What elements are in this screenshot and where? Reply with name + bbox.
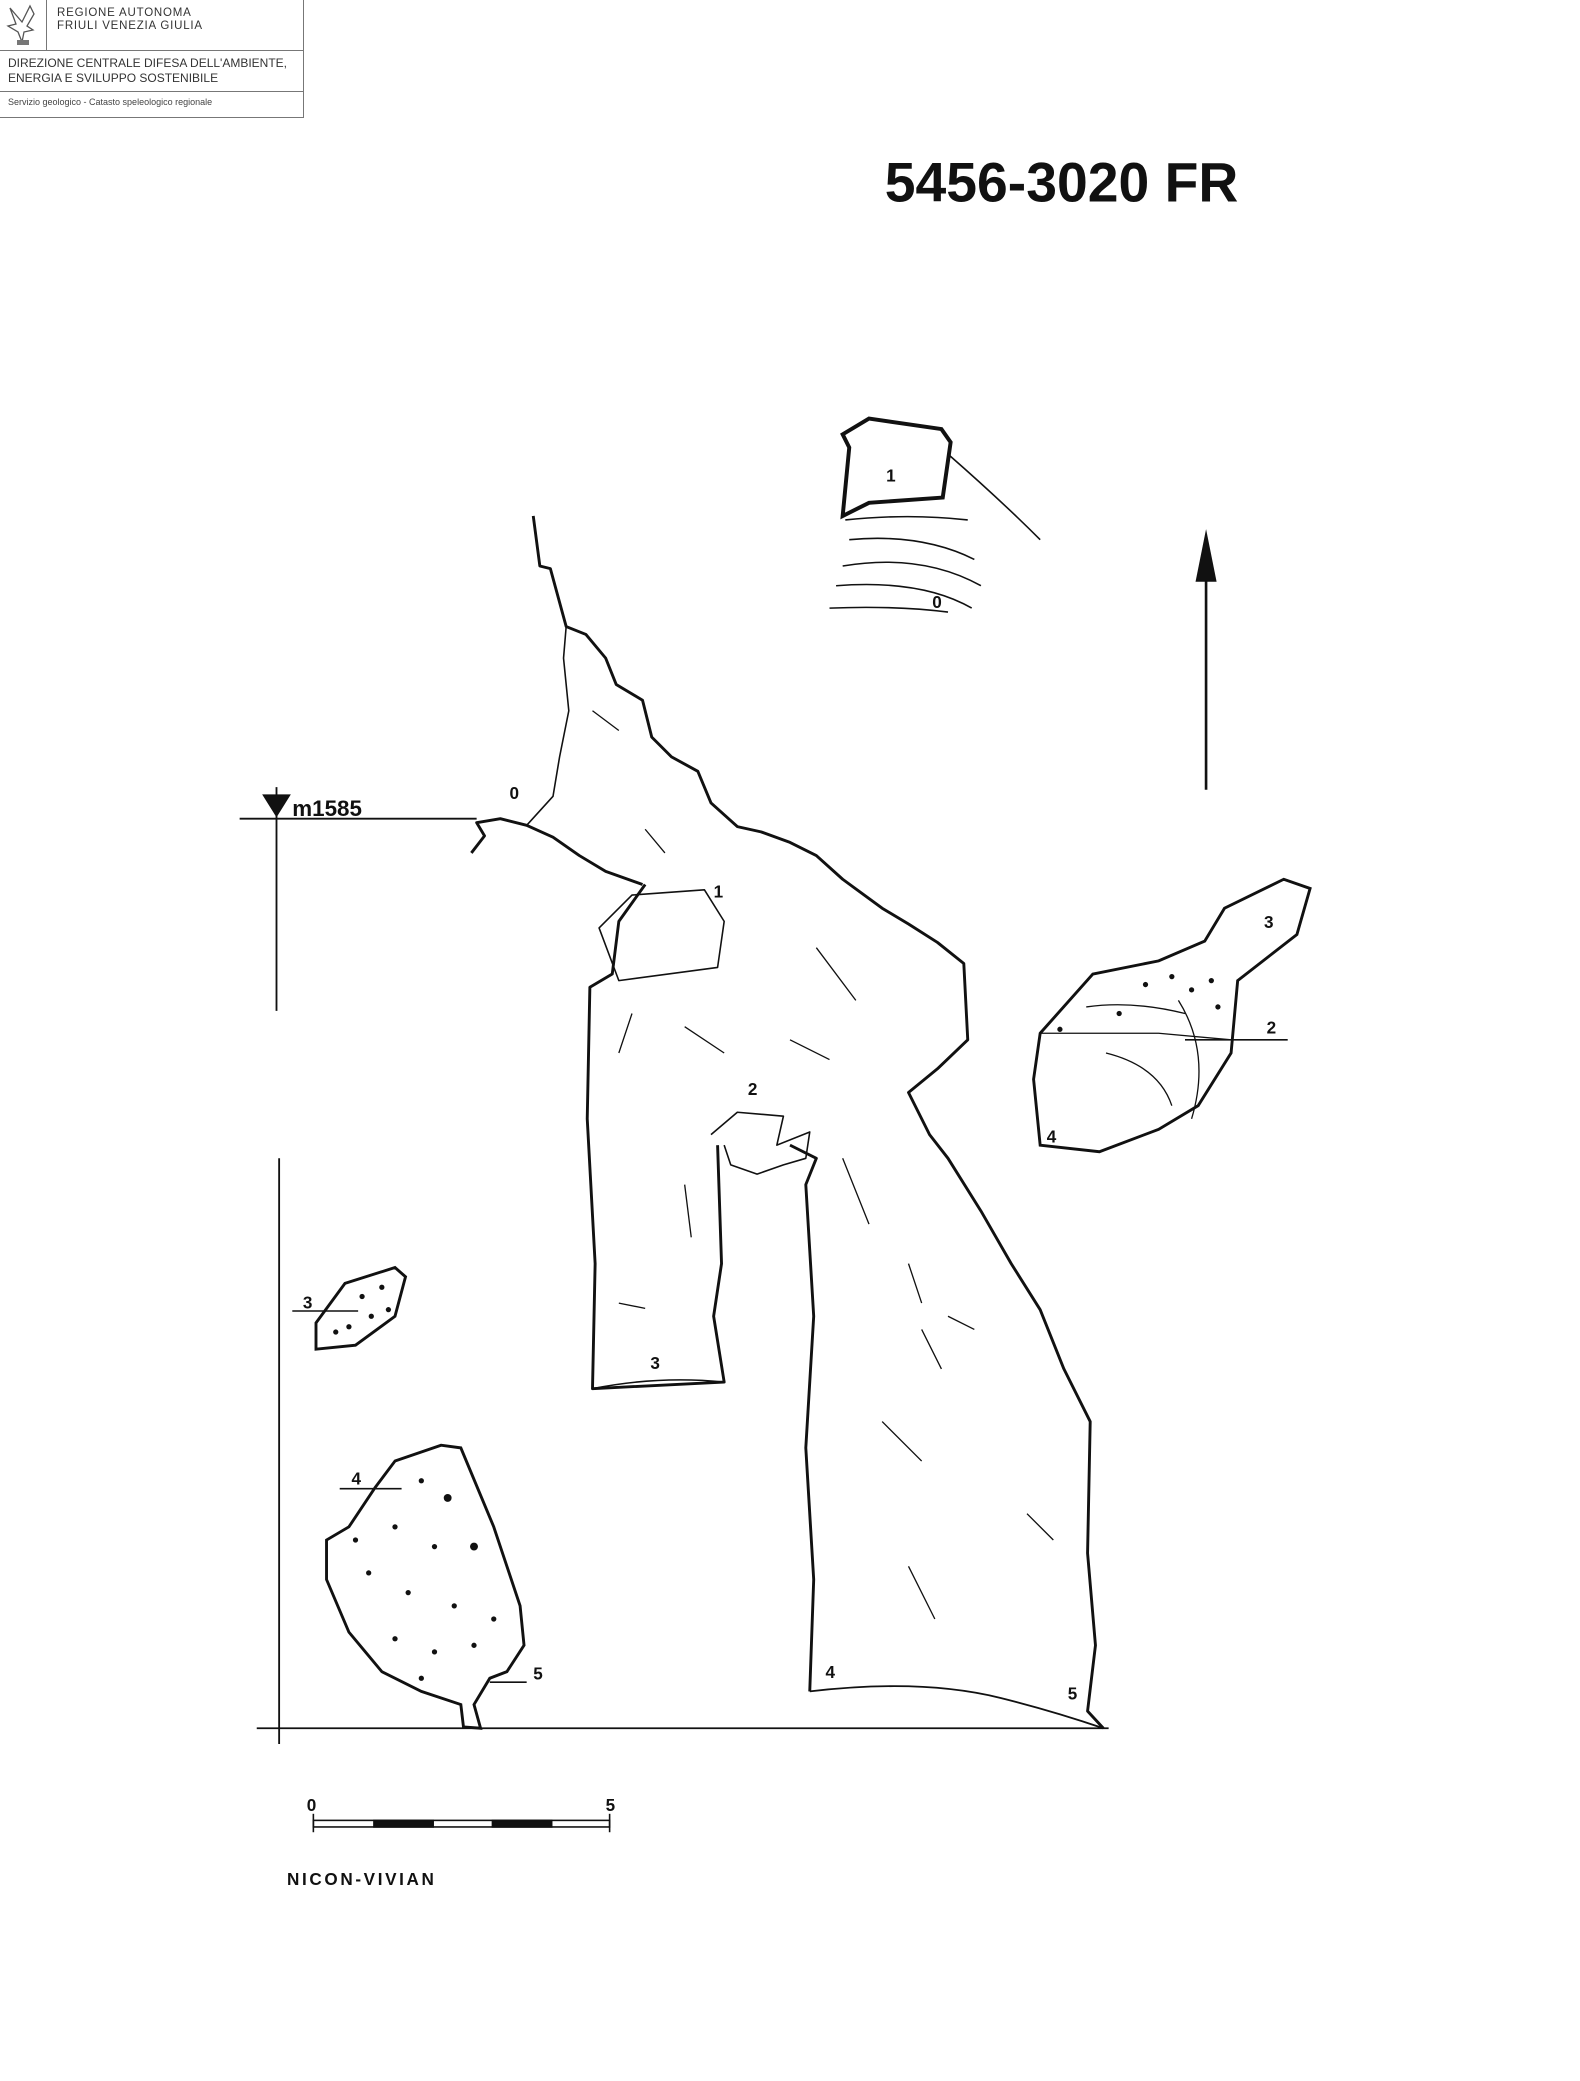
section-left-label-4: 4 (352, 1470, 362, 1489)
station-1: 1 (714, 883, 724, 902)
region-line-1: REGIONE AUTONOMA (57, 7, 192, 19)
cross-section-3 (292, 1265, 408, 1351)
slope-marks (592, 710, 1054, 1620)
scale-start-label: 0 (307, 1796, 317, 1815)
section-top-label-0: 0 (932, 593, 942, 612)
datum-elevation: m1585 (292, 796, 362, 821)
entrance-section (829, 416, 1041, 613)
section-left-label-5: 5 (533, 1665, 543, 1684)
region-line-2: FRIULI VENEZIA GIULIA (57, 20, 203, 32)
section-top-label-1: 1 (886, 467, 896, 486)
scale-bar (312, 1813, 611, 1833)
station-5: 5 (1068, 1684, 1078, 1703)
author-credit: NICON-VIVIAN (287, 1870, 436, 1889)
north-arrow-icon (1195, 529, 1217, 790)
section-left-label-3: 3 (303, 1293, 313, 1312)
scale-end-label: 5 (606, 1796, 616, 1815)
section-right-label-2: 2 (1267, 1018, 1277, 1037)
directorate-line-2: ENERGIA E SVILUPPO SOSTENIBILE (8, 71, 219, 85)
station-2: 2 (748, 1080, 758, 1099)
eagle-icon (0, 0, 47, 50)
cave-plan-outline (470, 515, 1105, 1730)
cave-id-title: 5456-3020 FR (885, 151, 1238, 213)
station-3: 3 (650, 1354, 660, 1373)
station-4: 4 (826, 1663, 836, 1682)
service-name: Servizio geologico - Catasto speleologic… (8, 97, 213, 107)
section-right-label-3: 3 (1264, 913, 1274, 932)
institution-header: REGIONE AUTONOMA FRIULI VENEZIA GIULIA D… (0, 0, 304, 118)
cross-section-right (1032, 877, 1312, 1154)
cross-section-4 (325, 1443, 527, 1730)
section-right-label-4: 4 (1047, 1128, 1057, 1147)
datum-reference (239, 787, 1109, 1745)
station-0: 0 (510, 784, 520, 803)
directorate-line-1: DIREZIONE CENTRALE DIFESA DELL'AMBIENTE, (8, 56, 288, 70)
